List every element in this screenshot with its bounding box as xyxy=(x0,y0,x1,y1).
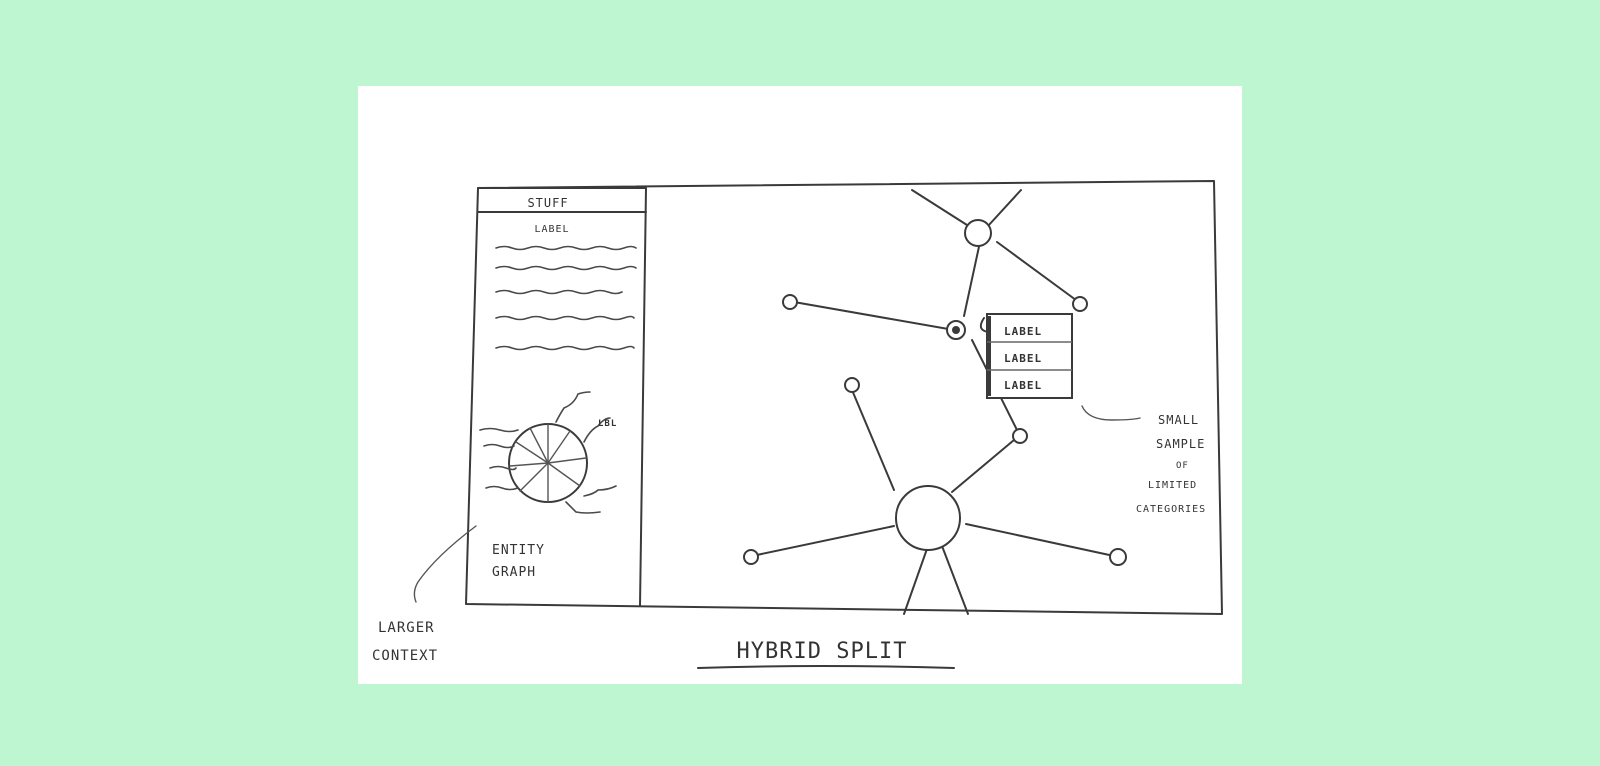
small-sample-callout-line xyxy=(1081,405,1141,421)
graph-node[interactable] xyxy=(1072,296,1088,312)
pie-callout-line xyxy=(565,501,601,514)
sidebar-text-line xyxy=(495,289,623,295)
small-sample-line5: CATEGORIES xyxy=(1136,504,1206,515)
sketch-card: STUFF LABEL xyxy=(358,86,1242,684)
sidebar-label: LABEL xyxy=(534,224,569,235)
larger-context-line2: CONTEXT xyxy=(372,648,438,664)
small-sample-line2: SAMPLE xyxy=(1156,437,1205,451)
sidebar-text-line xyxy=(495,245,637,251)
sidebar-text-line xyxy=(495,265,637,271)
graph-node[interactable] xyxy=(964,219,992,247)
sidebar-text-line xyxy=(495,315,635,321)
popup-item-label[interactable]: LABEL xyxy=(1004,325,1042,338)
sidebar-header: STUFF xyxy=(527,196,568,210)
graph-node[interactable] xyxy=(743,549,759,565)
outer-window-frame xyxy=(465,180,1223,615)
pie-callout-line xyxy=(489,465,517,471)
pie-tag-label: LBL xyxy=(598,419,617,429)
graph-node[interactable] xyxy=(1012,428,1028,444)
larger-context-line1: LARGER xyxy=(378,620,435,636)
selected-node-dot xyxy=(952,326,960,334)
entity-graph-label-line2: GRAPH xyxy=(492,565,536,580)
small-sample-line1: SMALL xyxy=(1158,413,1199,427)
pie-callout-line xyxy=(479,427,519,433)
small-sample-line3: OF xyxy=(1176,461,1189,471)
small-sample-line4: LIMITED xyxy=(1148,480,1197,491)
larger-context-callout-line xyxy=(413,525,477,603)
pie-callout-line xyxy=(583,485,617,497)
graph-node[interactable] xyxy=(782,294,798,310)
sidebar-text-line xyxy=(495,345,635,351)
popup-item-label[interactable]: LABEL xyxy=(1004,379,1042,392)
graph-node[interactable] xyxy=(1109,548,1127,566)
title-underline xyxy=(697,665,955,669)
popup-item-label[interactable]: LABEL xyxy=(1004,352,1042,365)
entity-graph-pie xyxy=(508,423,588,503)
hybrid-split-sketch: STUFF LABEL xyxy=(372,180,1223,669)
graph-hub-node[interactable] xyxy=(895,485,961,551)
pie-callout-line xyxy=(485,485,519,491)
sketch-title: HYBRID SPLIT xyxy=(737,639,908,664)
entity-graph-label-line1: ENTITY xyxy=(492,543,545,558)
sidebar-panel xyxy=(477,187,647,607)
pie-callout-line xyxy=(483,443,515,449)
pie-callout-line xyxy=(555,391,591,423)
graph-node[interactable] xyxy=(844,377,860,393)
pie-callout-line xyxy=(583,417,611,443)
category-popup[interactable] xyxy=(979,313,1073,399)
